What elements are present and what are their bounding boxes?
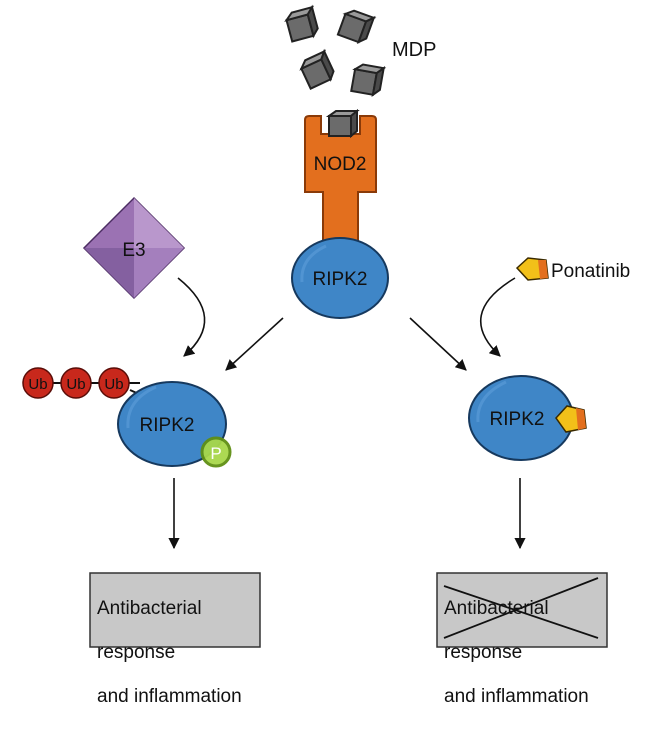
ripk2-right: RIPK2 <box>468 375 574 461</box>
ponatinib-molecule <box>515 257 549 281</box>
ub-3-label: Ub <box>104 376 123 393</box>
ub-2-label: Ub <box>66 376 85 393</box>
outcome-left-line-1: Antibacterial <box>97 598 202 619</box>
arrows <box>168 277 526 550</box>
mdp-molecules <box>284 4 387 97</box>
ripk2-top: RIPK2 <box>291 237 389 319</box>
mdp-cube-3 <box>299 48 335 90</box>
arrow-ponatinib-to-ripk2 <box>479 277 516 357</box>
nod2-ripk2-signaling-diagram: MDP NOD2 RIPK2 E3 Ponatinib <box>22 4 630 648</box>
ripk2-right-label: RIPK2 <box>490 409 545 430</box>
mdp-cube-2 <box>336 9 377 45</box>
arrow-ripk2-to-right <box>409 317 467 371</box>
mdp-label: MDP <box>392 39 436 61</box>
nod2-receptor: NOD2 <box>304 108 377 251</box>
e3-label: E3 <box>122 240 145 261</box>
e3-ligase: E3 <box>82 196 186 300</box>
arrow-ripk2-to-left <box>225 317 284 371</box>
ubiquitin-chain: Ub Ub Ub <box>22 367 153 401</box>
mdp-cube-1 <box>284 4 319 43</box>
bound-mdp-cube <box>325 108 360 139</box>
phosphate-label: P <box>210 444 221 463</box>
ub-3: Ub <box>98 367 130 399</box>
ub-2: Ub <box>60 367 92 399</box>
arrow-e3-to-ripk2 <box>177 277 206 357</box>
mdp-cube-4 <box>350 63 387 97</box>
ub-1: Ub <box>22 367 54 399</box>
ripk2-left: RIPK2 <box>117 381 227 467</box>
ponatinib-label: Ponatinib <box>551 261 630 282</box>
outcome-box-left <box>89 572 261 648</box>
outcome-text-left: Antibacterial response and inflammation <box>97 576 242 730</box>
outcome-text-right: Antibacterial response and inflammation <box>444 576 589 730</box>
ripk2-top-label: RIPK2 <box>313 269 368 290</box>
phosphate-group: P <box>200 436 232 468</box>
outcome-right-line-2: response <box>444 642 523 663</box>
ub-1-label: Ub <box>28 376 47 393</box>
outcome-right-line-3: and inflammation <box>444 686 589 707</box>
outcome-right-line-1: Antibacterial <box>444 598 549 619</box>
outcome-left-line-3: and inflammation <box>97 686 242 707</box>
bound-ponatinib <box>555 405 587 433</box>
outcome-left-line-2: response <box>97 642 176 663</box>
ripk2-left-label: RIPK2 <box>140 415 195 436</box>
nod2-label: NOD2 <box>314 154 367 175</box>
